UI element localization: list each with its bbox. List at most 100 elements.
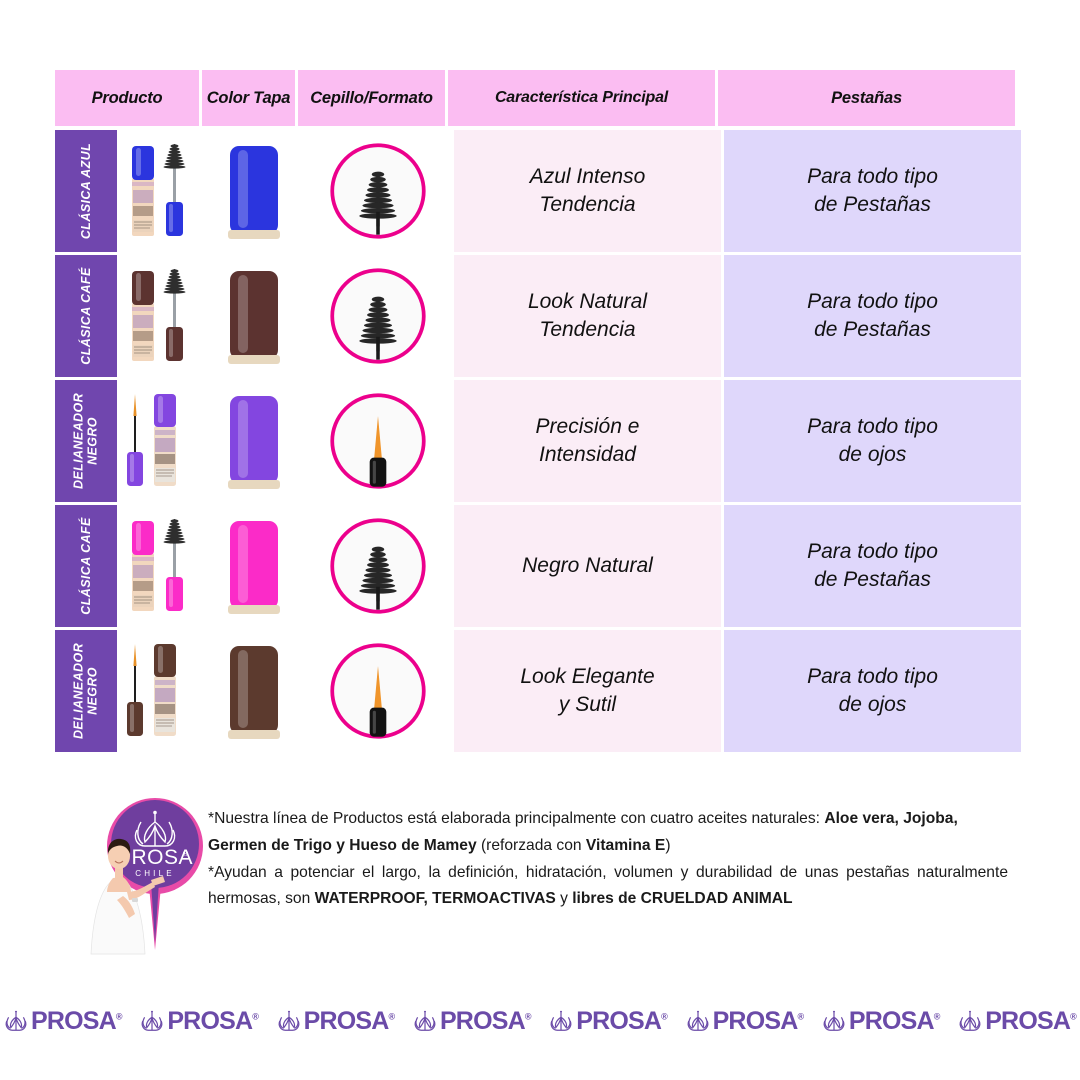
product-photo: [120, 130, 205, 252]
strip-brand-label: PROSA: [712, 1006, 799, 1035]
footer-note: *Nuestra línea de Productos está elabora…: [208, 806, 1008, 913]
feature-text: Look Elegante y Sutil: [520, 663, 654, 718]
brush-circle-art: [329, 393, 426, 489]
lashes-text: Para todo tipo de ojos: [807, 413, 938, 468]
lashes-line-2: de Pestañas: [814, 318, 931, 341]
strip-registered-mark: ®: [252, 1011, 259, 1022]
lashes-line-2: de Pestañas: [814, 568, 931, 591]
cell-producto: [120, 505, 205, 627]
cap-art: [228, 646, 280, 739]
table-row: CLÁSICA AZUL: [55, 130, 1025, 252]
cap-art: [228, 271, 280, 364]
cell-caracteristica-principal: Azul Intenso Tendencia: [454, 130, 721, 252]
footer-text-2b: WATERPROOF, TERMOACTIVAS: [314, 890, 556, 908]
crown-lotus-icon: [5, 1010, 27, 1031]
feature-line-2: y Sutil: [558, 693, 617, 716]
table-row: CLÁSICA CAFÉ: [55, 255, 1025, 377]
strip-logo-item: PROSA®: [549, 1006, 668, 1035]
strip-logo-item: PROSA®: [140, 1008, 259, 1034]
lashes-line-1: Para todo tipo: [807, 290, 938, 314]
cap-photo: [208, 380, 301, 502]
feature-text: Precisión e Intensidad: [536, 413, 640, 468]
footer-text-2c: y: [555, 890, 573, 908]
strip-logo-item: PROSA®: [686, 1006, 805, 1035]
lashes-line-2: de Pestañas: [814, 193, 931, 216]
spiral-brush-icon: [358, 546, 397, 610]
badge-brand-text: PROSA: [117, 846, 193, 869]
cell-caracteristica-principal: Precisión e Intensidad: [454, 380, 721, 502]
row-label-line: NEGRO: [86, 667, 100, 715]
cell-color-tapa: [208, 130, 301, 252]
eyeliner-tube-art: [127, 644, 176, 736]
cap-photo: [208, 505, 301, 627]
row-label-cell: CLÁSICA CAFÉ: [55, 505, 117, 627]
cap-photo: [208, 630, 301, 752]
column-header-color-tapa: Color Tapa: [202, 70, 295, 126]
cell-color-tapa: [208, 630, 301, 752]
crown-lotus-icon: [550, 1010, 572, 1031]
strip-brand-text: PROSA®: [712, 1006, 805, 1035]
strip-brand-label: PROSA: [439, 1006, 526, 1035]
eyeliner-tube-art: [127, 394, 176, 486]
cell-color-tapa: [208, 505, 301, 627]
lashes-line-1: Para todo tipo: [807, 540, 938, 564]
cell-pestanas: Para todo tipo de ojos: [724, 380, 1021, 502]
badge-country-text: CHILE: [135, 869, 175, 878]
crown-lotus-icon: [959, 1010, 981, 1031]
strip-registered-mark: ®: [933, 1011, 941, 1022]
brush-circle-art: [329, 143, 426, 239]
strip-logo-item: PROSA®: [277, 1008, 395, 1034]
cap-art: [228, 521, 280, 614]
product-photo: [120, 380, 205, 502]
row-label-line: CLÁSICA CAFÉ: [78, 517, 93, 615]
lashes-text: Para todo tipo de Pestañas: [807, 288, 938, 343]
footer-text-1c: (reforzada con: [476, 836, 586, 854]
strip-brand-label: PROSA: [576, 1006, 662, 1035]
row-label-line: CLÁSICA CAFÉ: [78, 267, 93, 365]
model-illustration: [90, 838, 165, 955]
row-label-text: CLÁSICA CAFÉ: [79, 517, 93, 614]
feature-line-1: Precisión e: [535, 415, 640, 439]
feature-text: Azul Intenso Tendencia: [530, 163, 646, 218]
row-label-cell: CLÁSICA AZUL: [55, 130, 117, 252]
strip-brand-label: PROSA: [31, 1006, 117, 1035]
strip-brand-text: PROSA®: [985, 1006, 1077, 1035]
strip-registered-mark: ®: [661, 1011, 668, 1022]
cell-caracteristica-principal: Look Natural Tendencia: [454, 255, 721, 377]
cell-producto: [120, 630, 205, 752]
strip-registered-mark: ®: [1070, 1011, 1077, 1022]
feature-line-1: Look Elegante: [520, 665, 655, 689]
cell-producto: [120, 380, 205, 502]
product-comparison-table: Producto Color Tapa Cepillo/Formato Cara…: [55, 70, 1025, 755]
footer-text-1d: Vitamina E: [585, 836, 666, 854]
crown-lotus-icon: [141, 1010, 163, 1031]
spiral-brush-icon: [358, 296, 397, 360]
cell-caracteristica-principal: Look Elegante y Sutil: [454, 630, 721, 752]
feature-line-2: Tendencia: [539, 318, 636, 341]
strip-logo-item: PROSA®: [4, 1006, 123, 1035]
fine-liner-tip-icon: [369, 416, 386, 487]
crown-lotus-icon: [278, 1010, 300, 1031]
footer-note-line-1: *Nuestra línea de Productos está elabora…: [208, 806, 1008, 860]
lashes-line-1: Para todo tipo: [807, 665, 938, 689]
spiral-brush-icon: [163, 144, 186, 169]
lashes-line-2: de ojos: [838, 693, 907, 716]
mascara-tube-art: [132, 519, 186, 611]
cell-color-tapa: [208, 380, 301, 502]
row-label-line: DELIANEADOR: [71, 642, 86, 740]
table-body: CLÁSICA AZUL: [55, 130, 1025, 752]
cap-art: [228, 146, 280, 239]
footer-text-2d: libres de CRUELDAD ANIMAL: [572, 890, 793, 908]
fine-liner-tip-icon: [369, 666, 386, 737]
feature-line-1: Azul Intenso: [529, 165, 646, 189]
bottom-logo-strip: PROSA® PROSA® PROSA® PROSA® PROSA®: [0, 995, 1080, 1047]
strip-brand-label: PROSA: [985, 1006, 1071, 1035]
spiral-brush-icon: [358, 171, 397, 235]
row-label-line: NEGRO: [86, 417, 100, 465]
cell-cepillo-formato: [304, 130, 451, 252]
column-header-cepillo-formato: Cepillo/Formato: [298, 70, 445, 126]
mascara-tube-art: [132, 269, 186, 361]
cell-color-tapa: [208, 255, 301, 377]
